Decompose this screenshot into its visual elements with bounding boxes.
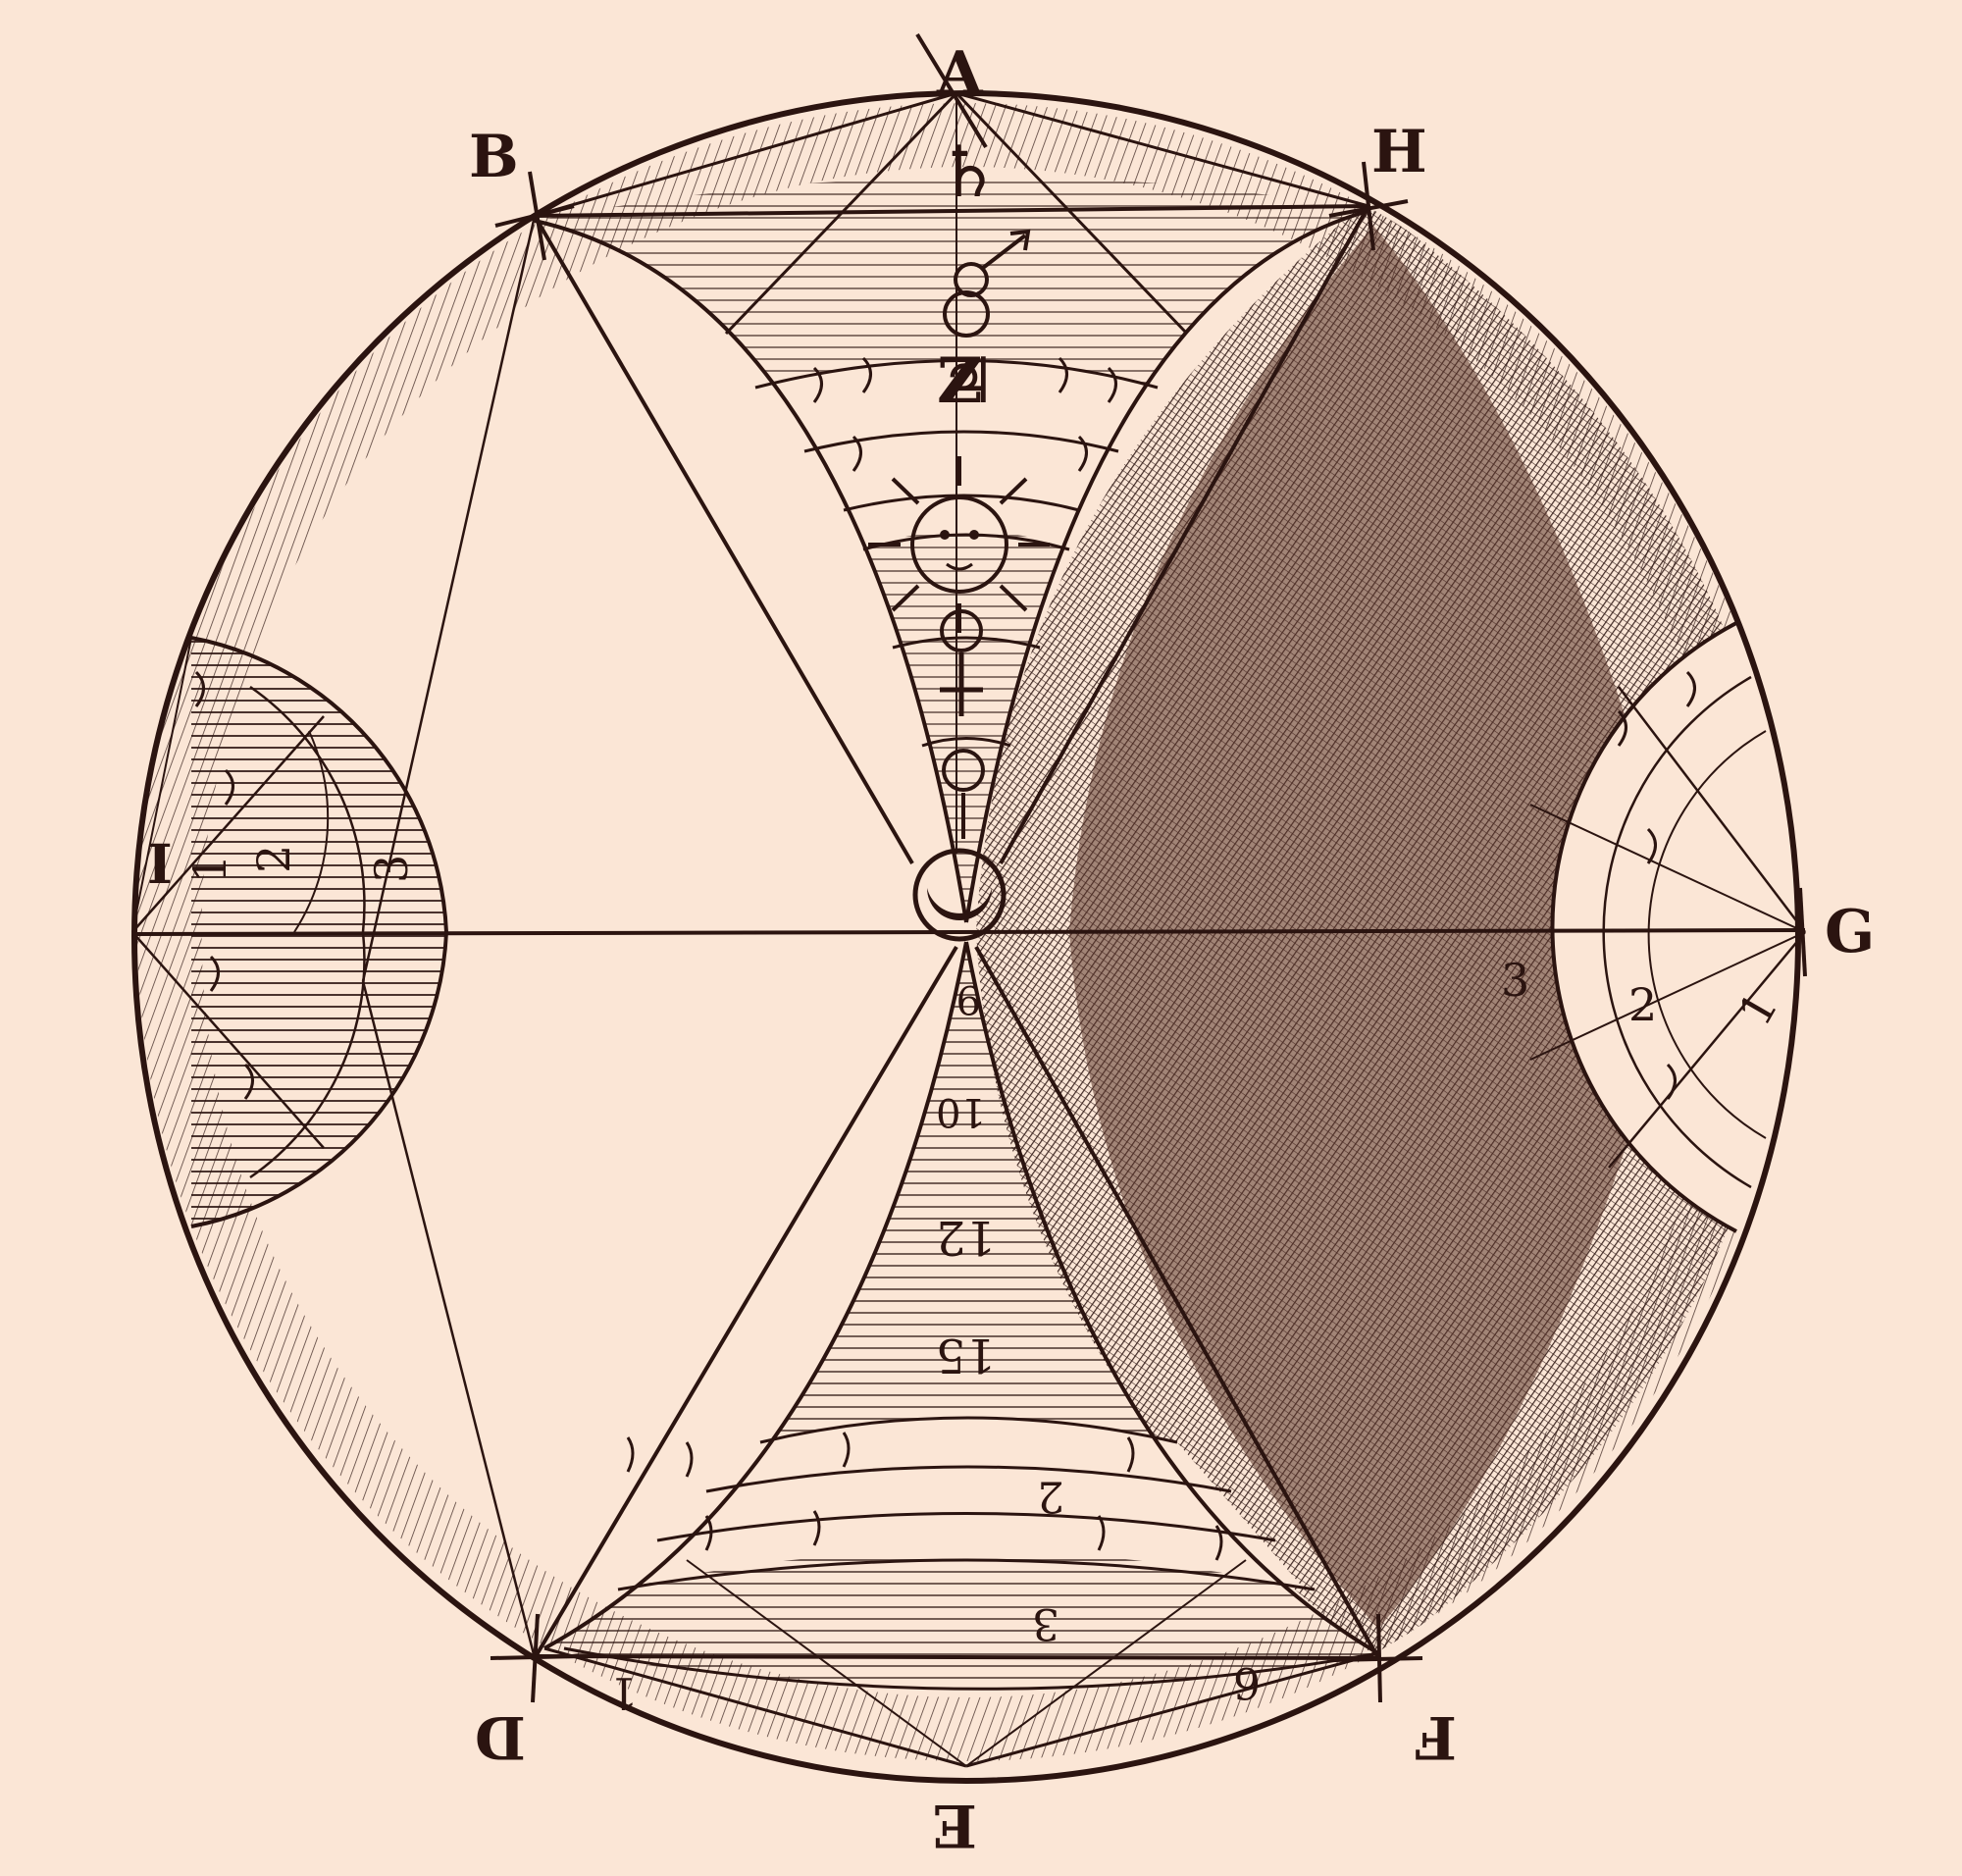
svg-text:♃: ♃	[940, 344, 996, 418]
point-labels: A B H G F E D I	[147, 39, 1875, 1859]
lower-num-15: 15	[936, 1328, 996, 1382]
upper-letter-Z: Z	[937, 344, 983, 418]
lower-num-9: 9	[956, 976, 981, 1021]
mercury-symbol	[942, 749, 985, 839]
right-zone	[1529, 621, 1806, 1233]
sun-face	[868, 456, 1050, 633]
lower-num-2: 2	[1037, 1471, 1064, 1521]
lower-num-12: 12	[936, 1210, 996, 1265]
left-num-1: 1	[183, 855, 236, 883]
zone-numbers: 1 2 3 1 2 3 9 10 12 15 2 3 6 1 Z	[183, 344, 1788, 1717]
horizontal-axis	[131, 928, 1806, 936]
lower-num-6: 6	[1233, 1657, 1261, 1707]
lower-funnel	[543, 941, 1380, 1768]
label-G: G	[1825, 898, 1875, 966]
label-D: D	[475, 1702, 526, 1771]
label-H: H	[1371, 118, 1427, 186]
label-F: F	[1415, 1702, 1457, 1771]
planet-symbols: ♄ ♃	[868, 130, 1050, 942]
venus-symbol	[940, 609, 983, 716]
right-num-3: 3	[1501, 954, 1529, 1007]
label-B: B	[469, 123, 519, 191]
outer-circle	[131, 90, 1801, 1784]
lower-num-3: 3	[1032, 1598, 1059, 1648]
jupiter-symbol: ♃	[940, 290, 996, 418]
construction-lines	[361, 91, 1380, 1660]
svg-text:♄: ♄	[937, 130, 1001, 213]
left-num-3: 3	[365, 855, 418, 883]
label-I: I	[147, 832, 173, 896]
label-A: A	[936, 39, 984, 108]
lower-num-10: 10	[936, 1089, 986, 1134]
flame-motifs	[194, 356, 1696, 1561]
lower-num-1: 1	[610, 1667, 638, 1717]
left-num-2: 2	[247, 845, 300, 873]
right-num-2: 2	[1628, 978, 1657, 1031]
mars-symbol	[954, 229, 1031, 297]
saturn-symbol: ♄	[937, 130, 1001, 213]
axis-ticks	[490, 32, 1807, 1703]
moon-symbol	[912, 848, 1007, 942]
label-E: E	[932, 1791, 977, 1859]
